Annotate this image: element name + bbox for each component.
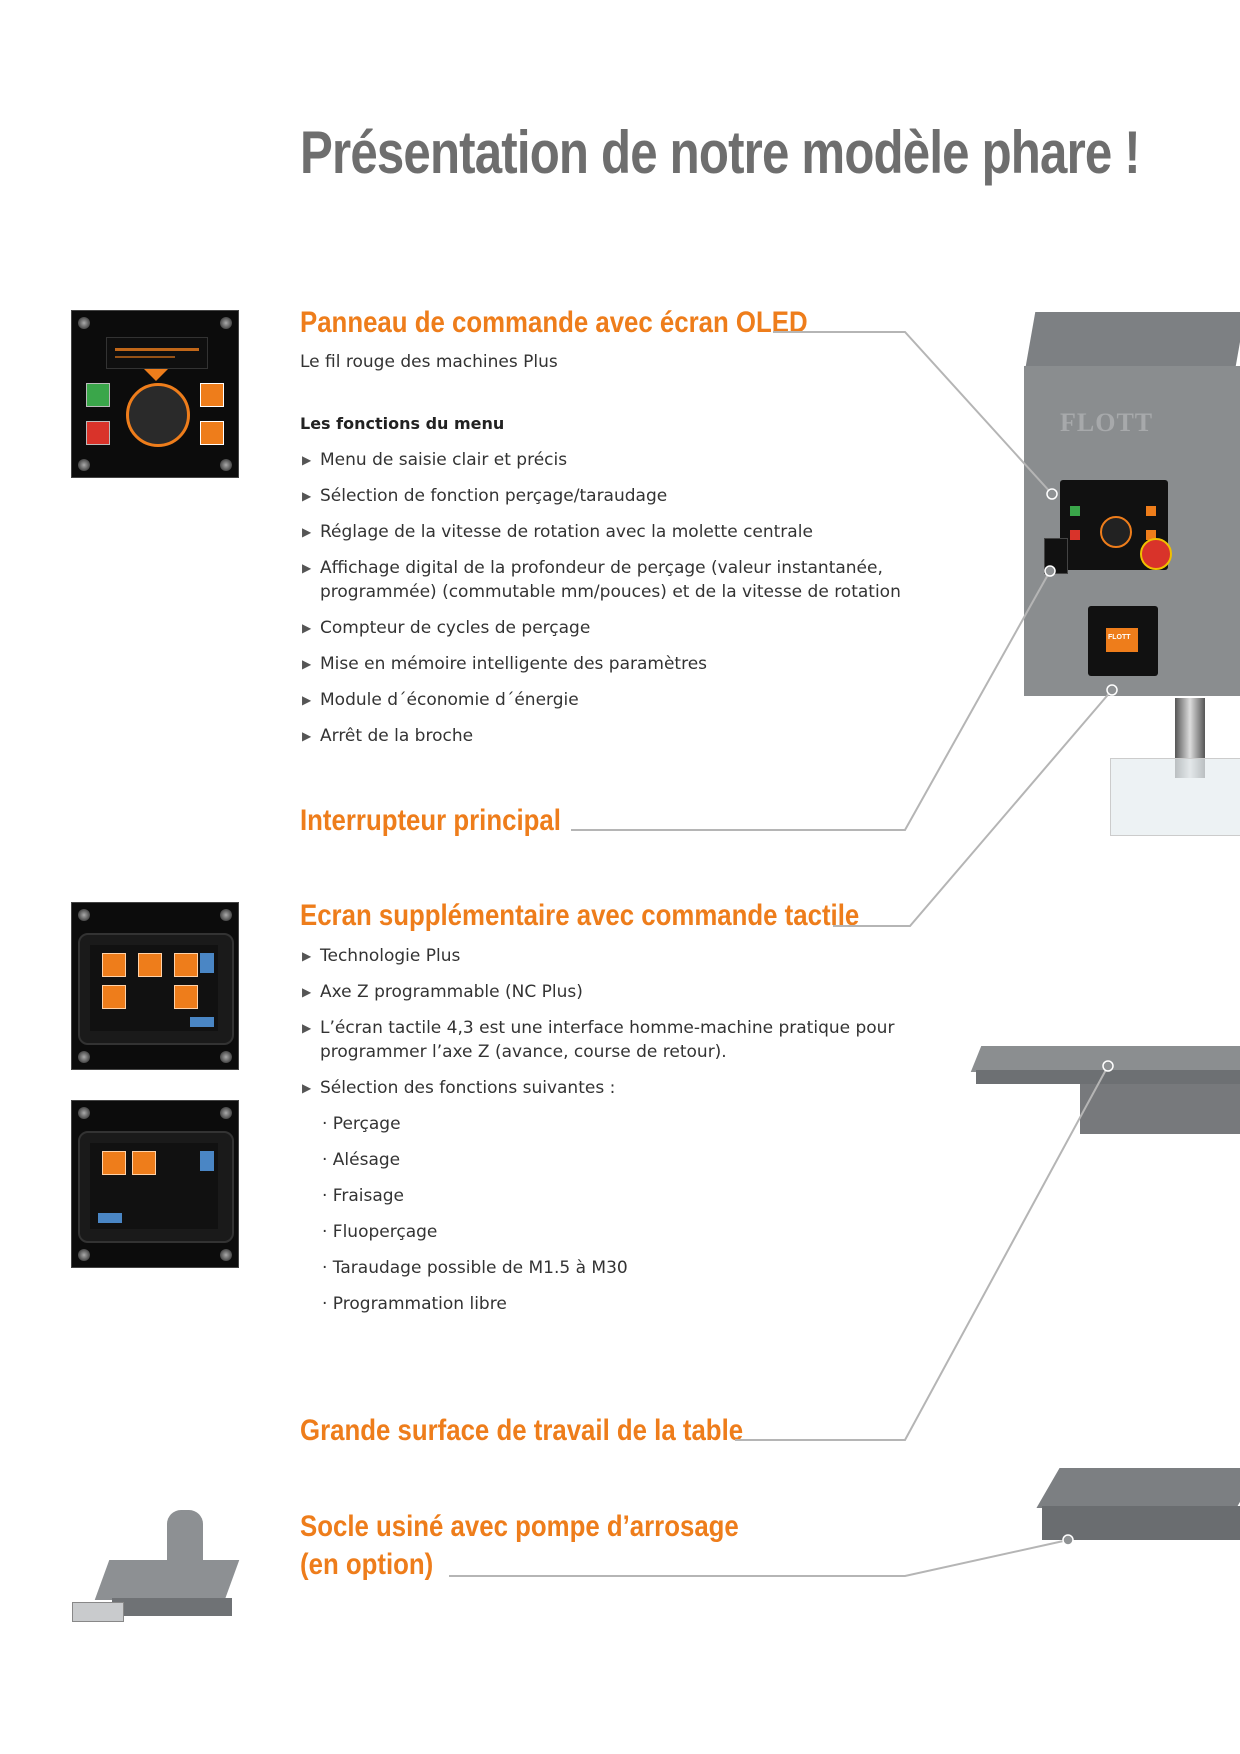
list-item: · Programmation libre: [322, 1294, 507, 1314]
list-item: Arrêt de la broche: [300, 724, 920, 748]
screw-icon: [220, 317, 232, 329]
list-item: Module d´économie d´énergie: [300, 688, 920, 712]
touch-screen-icon: [78, 1131, 234, 1243]
screw-icon: [220, 1051, 232, 1063]
screw-icon: [78, 909, 90, 921]
list-item: L’écran tactile 4,3 est une interface ho…: [300, 1016, 900, 1064]
touch-screen-thumbnail-2: [71, 1100, 239, 1268]
machine-illustration: FLOTT FLOTT: [960, 300, 1240, 1600]
screw-icon: [220, 909, 232, 921]
touch-screen-thumbnail-1: [71, 902, 239, 1070]
list-item: Sélection des fonctions suivantes :: [300, 1076, 900, 1100]
milling-function-icon: [174, 953, 198, 977]
list-item: Technologie Plus: [300, 944, 900, 968]
function-button-icon: [200, 383, 224, 407]
stop-button-icon: [86, 421, 110, 445]
emergency-stop-icon: [1140, 538, 1172, 570]
switch-section-heading: Interrupteur principal: [300, 804, 561, 837]
chuck-guard: [1110, 758, 1240, 836]
rotary-knob-icon: [126, 383, 190, 447]
screw-icon: [78, 1249, 90, 1261]
oled-section-subtitle: Le fil rouge des machines Plus: [300, 352, 558, 372]
list-item: Affichage digital de la profondeur de pe…: [300, 556, 920, 604]
list-item: Compteur de cycles de perçage: [300, 616, 920, 640]
screw-icon: [78, 1107, 90, 1119]
start-button-icon: [86, 383, 110, 407]
brand-logo: FLOTT: [1060, 408, 1154, 437]
oled-feature-list: Menu de saisie clair et précis Sélection…: [300, 448, 920, 760]
list-item: · Fluoperçage: [322, 1222, 438, 1242]
screw-icon: [78, 317, 90, 329]
page-next-icon: [200, 953, 214, 973]
oled-display-icon: [106, 337, 208, 369]
list-item: · Alésage: [322, 1150, 401, 1170]
triangle-indicator-icon: [144, 369, 168, 381]
list-item: Sélection de fonction perçage/taraudage: [300, 484, 920, 508]
table-section-heading: Grande surface de travail de la table: [300, 1414, 744, 1447]
machine-base-thumbnail: [72, 1510, 242, 1630]
machine-base: [1036, 1468, 1240, 1508]
touch-function-list: · Perçage · Alésage · Fraisage · Fluoper…: [300, 1112, 860, 1328]
work-table: [970, 1046, 1240, 1072]
depth-function-icon: [132, 1151, 156, 1175]
list-item: Mise en mémoire intelligente des paramèt…: [300, 652, 920, 676]
menu-functions-title: Les fonctions du menu: [300, 414, 505, 433]
panel-logo: FLOTT: [1108, 634, 1131, 641]
screw-icon: [220, 1249, 232, 1261]
touch-section-heading: Ecran supplémentaire avec commande tacti…: [300, 899, 860, 932]
flow-drilling-function-icon: [174, 985, 198, 1009]
screw-icon: [78, 459, 90, 471]
base-section-heading-line1: Socle usiné avec pompe d’arrosage: [300, 1510, 739, 1543]
screw-icon: [78, 1051, 90, 1063]
function-button-icon: [200, 421, 224, 445]
oled-section-heading: Panneau de commande avec écran OLED: [300, 306, 808, 339]
boring-function-icon: [138, 953, 162, 977]
list-item: Réglage de la vitesse de rotation avec l…: [300, 520, 920, 544]
screw-icon: [220, 1107, 232, 1119]
list-item: · Perçage: [322, 1114, 401, 1134]
main-switch-icon: [1044, 538, 1068, 574]
oled-panel-thumbnail: [71, 310, 239, 478]
base-section-heading-line2: (en option): [300, 1548, 434, 1581]
drilling-function-icon: [102, 1151, 126, 1175]
list-item: Menu de saisie clair et précis: [300, 448, 920, 472]
machine-head: [1024, 312, 1240, 372]
machine-touch-panel: FLOTT: [1088, 606, 1158, 676]
arrow-right-icon: [190, 1017, 214, 1027]
page-next-icon: [200, 1151, 214, 1171]
touch-feature-list: Technologie Plus Axe Z programmable (NC …: [300, 944, 900, 1112]
tapping-function-icon: [102, 985, 126, 1009]
drilling-function-icon: [102, 953, 126, 977]
arrow-left-icon: [98, 1213, 122, 1223]
touch-screen-icon: [78, 933, 234, 1045]
list-item: Axe Z programmable (NC Plus): [300, 980, 900, 1004]
page-title: Présentation de notre modèle phare !: [300, 119, 1141, 186]
list-item: · Fraisage: [322, 1186, 405, 1206]
list-item: · Taraudage possible de M1.5 à M30: [322, 1258, 628, 1278]
screw-icon: [220, 459, 232, 471]
